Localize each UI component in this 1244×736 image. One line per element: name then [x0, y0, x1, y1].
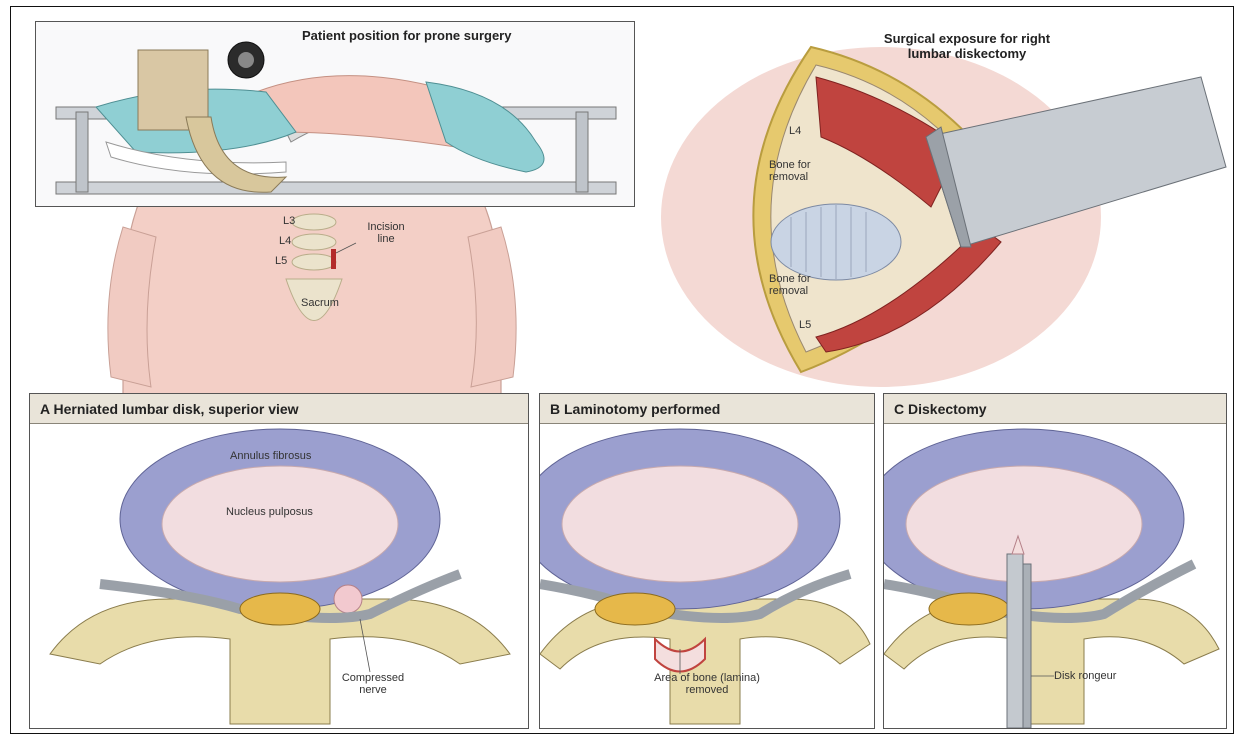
panel-c-title: C Diskectomy	[884, 394, 1226, 424]
operating-table-svg	[36, 22, 634, 206]
incision-line-label: Incision line	[359, 221, 413, 245]
nucleus-center	[562, 466, 798, 582]
panel-c-svg	[884, 424, 1226, 728]
surgical-exposure-illustration: Surgical exposure for right lumbar diske…	[641, 17, 1231, 397]
bone-removal-upper-label: Bone for removal	[769, 159, 829, 183]
exposure-label-l4: L4	[789, 125, 801, 137]
panel-b-title: B Laminotomy performed	[540, 394, 874, 424]
ganglion	[595, 593, 675, 625]
incision-mark	[331, 249, 336, 269]
figure-frame: Patient position for prone surgery L3 L4…	[10, 6, 1234, 734]
panel-a-title: A Herniated lumbar disk, superior view	[30, 394, 528, 424]
exposure-label-l5: L5	[799, 319, 811, 331]
exposure-title: Surgical exposure for right lumbar diske…	[877, 31, 1057, 61]
herniation-bulge	[334, 585, 362, 613]
compressed-nerve-label: Compressed nerve	[338, 672, 408, 696]
vertebra-label-l4: L4	[279, 235, 291, 247]
annulus-label: Annulus fibrosus	[230, 450, 311, 462]
bone-removal-lower-label: Bone for removal	[769, 273, 829, 297]
nucleus-label: Nucleus pulposus	[226, 506, 313, 518]
disk-rongeur-tool	[1007, 554, 1023, 728]
panel-laminotomy: B Laminotomy performed Area of bone (lam…	[539, 393, 875, 729]
removed-area-label: Area of bone (lamina) removed	[652, 672, 762, 696]
panel-a-svg	[30, 424, 528, 728]
ganglion	[929, 593, 1009, 625]
vertebra-label-l5: L5	[275, 255, 287, 267]
ganglion	[240, 593, 320, 625]
prone-position-title: Patient position for prone surgery	[302, 28, 511, 43]
panel-herniated-disk: A Herniated lumbar disk, superior view A…	[29, 393, 529, 729]
sacrum-label: Sacrum	[301, 297, 339, 309]
disk-rongeur-label: Disk rongeur	[1054, 670, 1116, 682]
nucleus-center	[162, 466, 398, 582]
prone-position-inset: Patient position for prone surgery	[35, 21, 635, 207]
vertebra-label-l3: L3	[283, 215, 295, 227]
panel-diskectomy: C Diskectomy Disk rongeur	[883, 393, 1227, 729]
exposure-svg	[641, 17, 1231, 397]
